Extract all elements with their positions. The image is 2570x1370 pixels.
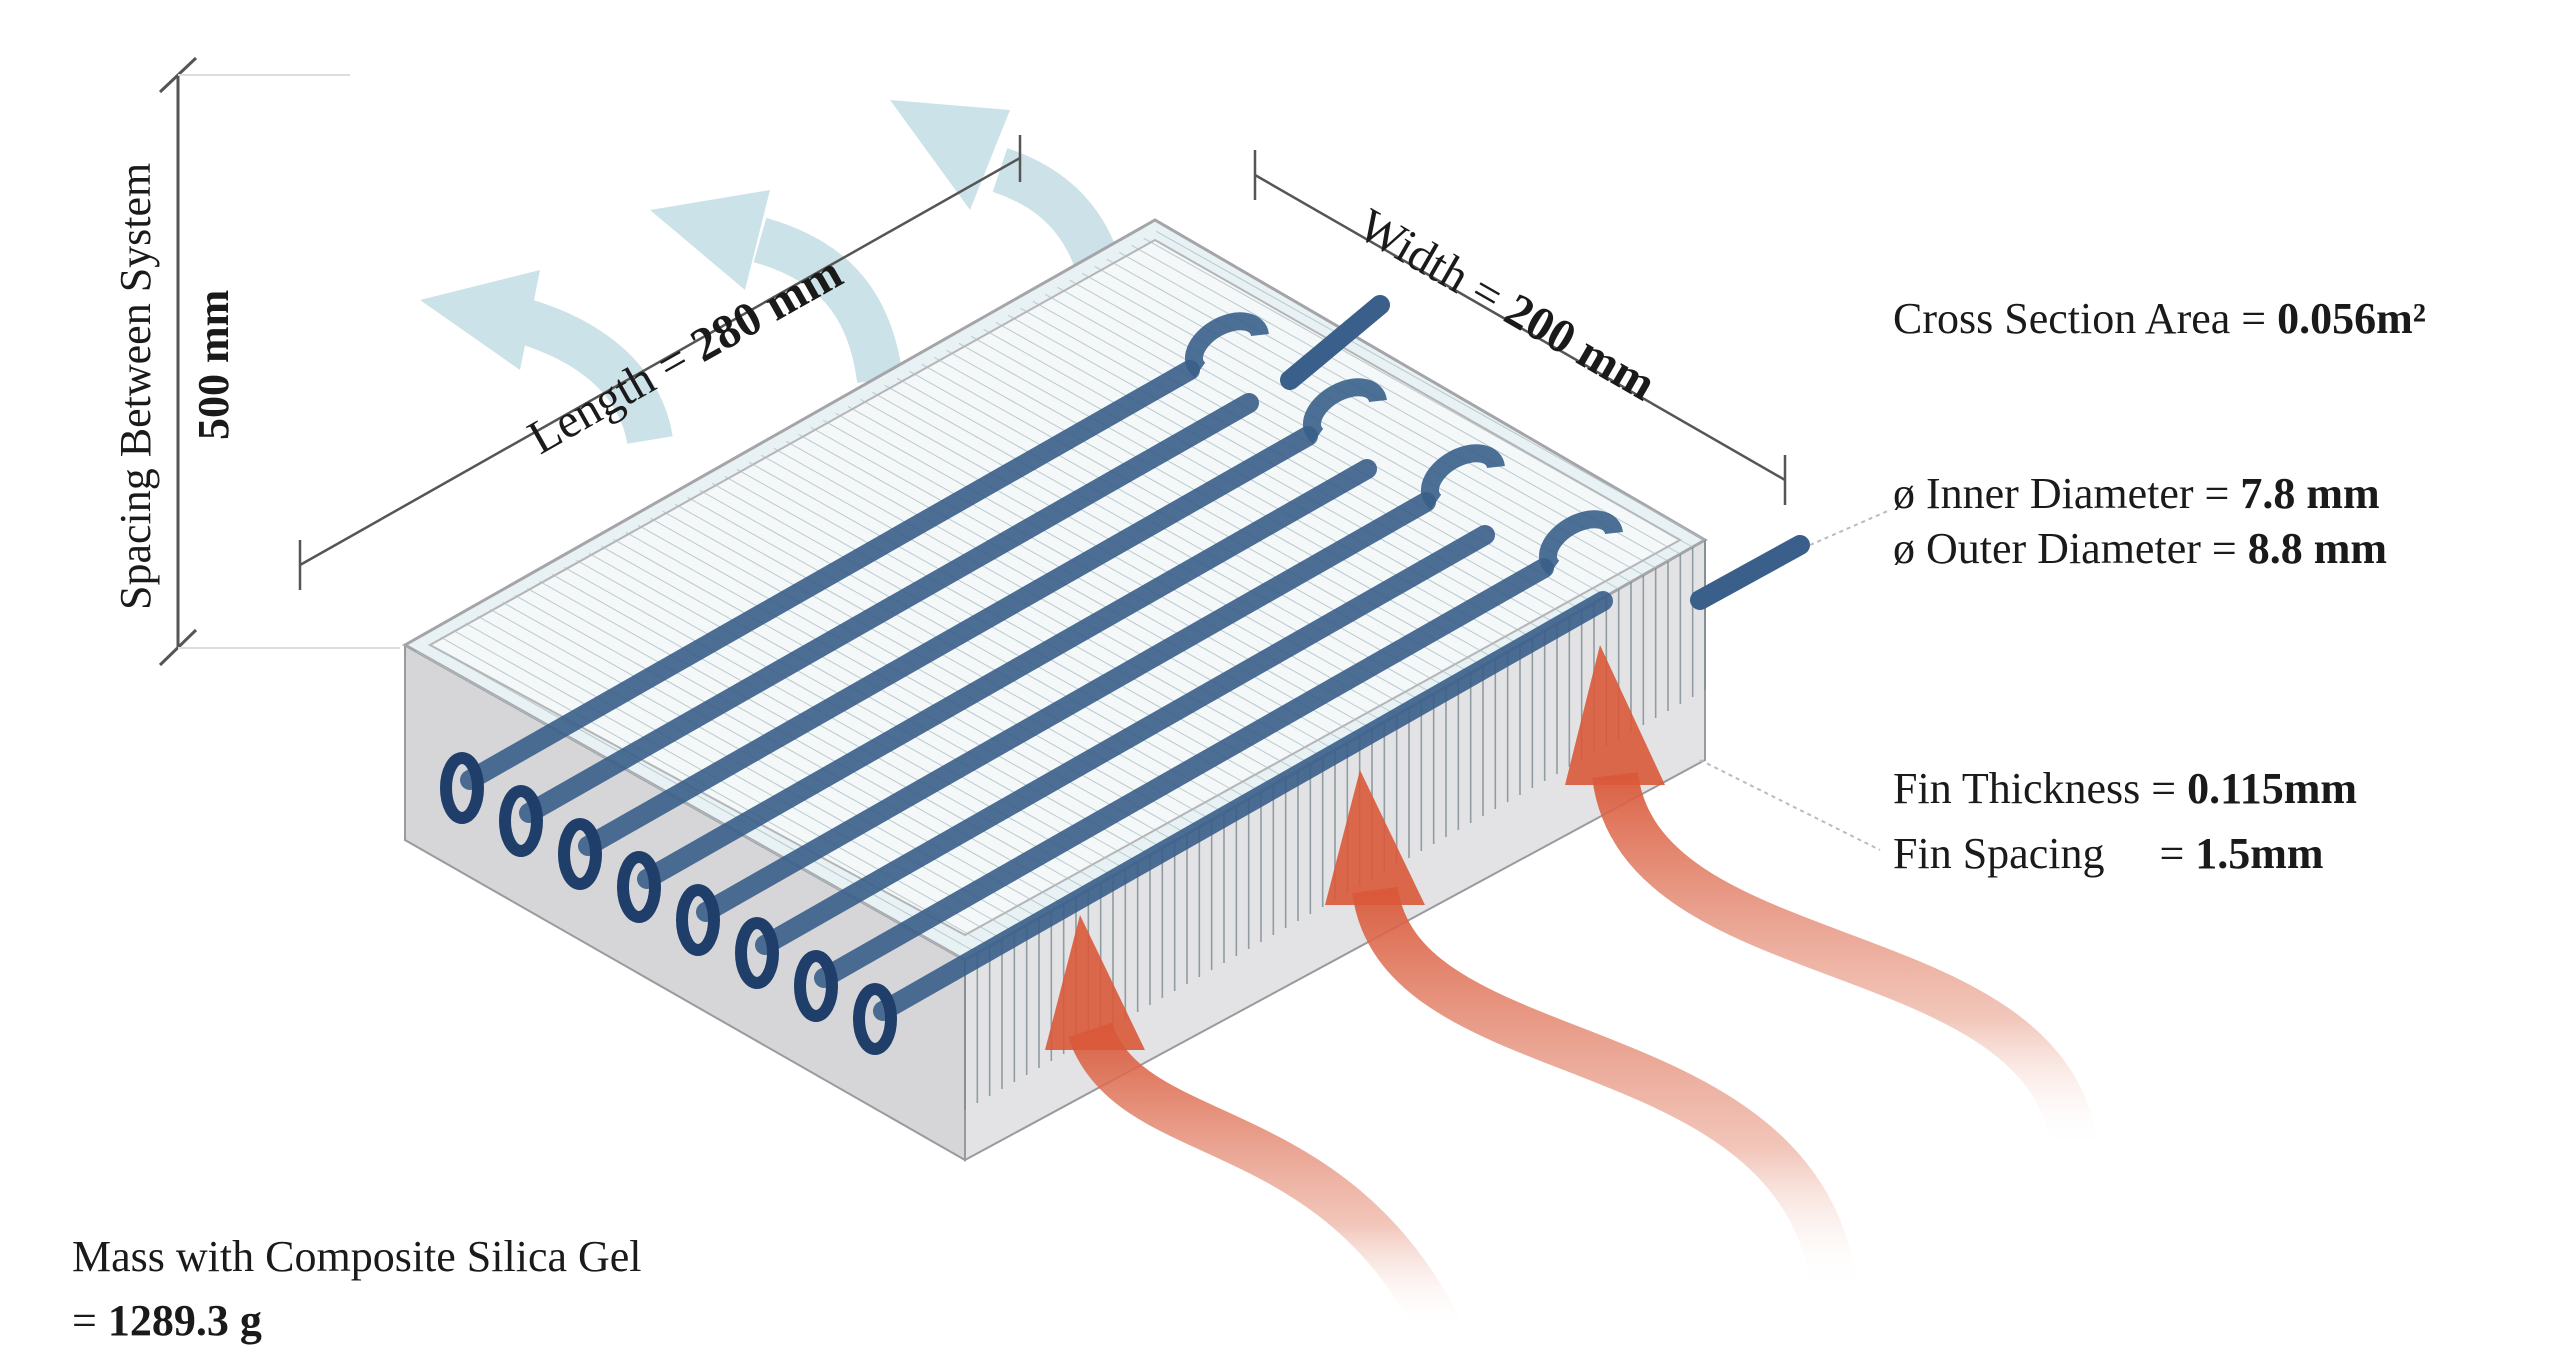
width-dimension bbox=[1253, 150, 1787, 505]
tube-elbow bbox=[499, 785, 543, 857]
tube-elbow bbox=[735, 917, 779, 989]
fin-edge bbox=[1094, 265, 1644, 576]
fin-edge bbox=[687, 496, 1237, 807]
spacing-label: Spacing Between System bbox=[111, 163, 160, 610]
fin-edge bbox=[674, 503, 1225, 814]
fin-edge bbox=[1020, 307, 1570, 618]
fin-edge bbox=[761, 454, 1311, 765]
fin-edge bbox=[600, 545, 1151, 856]
fin-edge bbox=[1044, 293, 1595, 604]
fin-edge bbox=[489, 608, 1040, 919]
fin-edge bbox=[921, 363, 1471, 674]
fin-edge bbox=[835, 412, 1385, 723]
tube-u-bend bbox=[1539, 510, 1623, 576]
fin-edge bbox=[933, 356, 1484, 667]
tube-elbow bbox=[558, 818, 602, 890]
fin-edge bbox=[465, 622, 1015, 933]
fin-edge bbox=[785, 440, 1336, 751]
fin-edge bbox=[625, 531, 1175, 842]
fin-edge bbox=[736, 468, 1286, 779]
length-dimension bbox=[298, 135, 1022, 590]
fin-spacing: Fin Spacing = 1.5mm bbox=[1893, 829, 2324, 878]
tube-elbow bbox=[617, 851, 661, 923]
tube-elbow bbox=[853, 983, 897, 1055]
tube-elbow bbox=[676, 884, 720, 956]
tube-run bbox=[578, 426, 1318, 856]
fin-edge bbox=[551, 573, 1101, 884]
tube-run bbox=[755, 525, 1495, 955]
fin-edge bbox=[711, 482, 1262, 793]
fin-edge bbox=[440, 636, 990, 947]
fin-edge bbox=[613, 538, 1163, 849]
fin-edge bbox=[970, 335, 1521, 646]
fin-edge bbox=[847, 405, 1397, 716]
tube-run bbox=[460, 360, 1200, 790]
fin-edge bbox=[859, 398, 1410, 709]
tube-coil bbox=[440, 295, 1810, 1055]
fin-edge bbox=[415, 650, 966, 961]
fin-edge bbox=[514, 594, 1064, 905]
fin-edge bbox=[637, 524, 1188, 835]
tube-elbow bbox=[440, 752, 484, 824]
tube-run bbox=[873, 591, 1613, 1021]
tube-run bbox=[637, 459, 1377, 889]
fin-edge bbox=[526, 587, 1077, 898]
fin-edge bbox=[1143, 237, 1693, 548]
tube-stub bbox=[1280, 295, 1390, 390]
inner-diameter: ø Inner Diameter = 7.8 mm bbox=[1893, 469, 2380, 518]
outer-diameter: ø Outer Diameter = 8.8 mm bbox=[1893, 524, 2387, 573]
fin-edge bbox=[662, 510, 1212, 821]
fin-thickness: Fin Thickness = 0.115mm bbox=[1893, 764, 2358, 813]
mass-label: Mass with Composite Silica Gel bbox=[72, 1232, 642, 1281]
fin-edge bbox=[563, 566, 1114, 877]
fin-edge bbox=[1069, 279, 1619, 590]
tube-run bbox=[814, 558, 1554, 988]
fin-edge bbox=[896, 377, 1447, 688]
fin-edge bbox=[1155, 230, 1706, 541]
fin-edge bbox=[477, 615, 1027, 926]
fin-edge bbox=[773, 447, 1323, 758]
fin-edge bbox=[1131, 244, 1681, 555]
fin-edge bbox=[452, 629, 1003, 940]
fin-edge bbox=[650, 517, 1200, 828]
fin-edge bbox=[1057, 286, 1607, 597]
fin-edge bbox=[810, 426, 1360, 737]
fin-edge bbox=[822, 419, 1373, 730]
tube-elbow bbox=[794, 950, 838, 1022]
spacing-dimension bbox=[158, 56, 400, 667]
mass-value: = 1289.3 g bbox=[72, 1296, 262, 1345]
hot-air-arrows bbox=[1045, 645, 2098, 1341]
fin-edge bbox=[946, 349, 1496, 660]
fin-edge bbox=[502, 601, 1052, 912]
fin-edge bbox=[909, 370, 1459, 681]
tube-u-bend bbox=[1303, 378, 1387, 444]
fin-edge bbox=[1081, 272, 1632, 583]
tube-u-bend bbox=[1421, 444, 1505, 510]
fin-edge bbox=[699, 489, 1249, 800]
fin-edge bbox=[995, 321, 1545, 632]
fin-edge bbox=[1106, 258, 1656, 569]
fin-edge bbox=[748, 461, 1299, 772]
cross-section-area: Cross Section Area = 0.056m² bbox=[1893, 294, 2426, 343]
tube-u-bend bbox=[1185, 312, 1269, 378]
fin-edge bbox=[724, 475, 1274, 786]
fin-edge bbox=[884, 384, 1434, 695]
tube-run bbox=[519, 393, 1259, 823]
spacing-value: 500 mm bbox=[189, 290, 238, 440]
leader-lines bbox=[1699, 509, 1891, 851]
fin-edge bbox=[588, 552, 1138, 863]
fin-edge bbox=[1032, 300, 1582, 611]
fin-edge bbox=[539, 580, 1089, 891]
fin-edge bbox=[1118, 251, 1669, 562]
tube-run bbox=[696, 492, 1436, 922]
fin-edge bbox=[872, 391, 1422, 702]
fin-edge bbox=[798, 433, 1348, 744]
fin-edge bbox=[576, 559, 1126, 870]
fin-edge bbox=[958, 342, 1508, 653]
fin-edge bbox=[428, 643, 978, 954]
fin-edge bbox=[1007, 314, 1558, 625]
fin-edge bbox=[983, 328, 1533, 639]
tube-stub bbox=[1690, 535, 1810, 610]
